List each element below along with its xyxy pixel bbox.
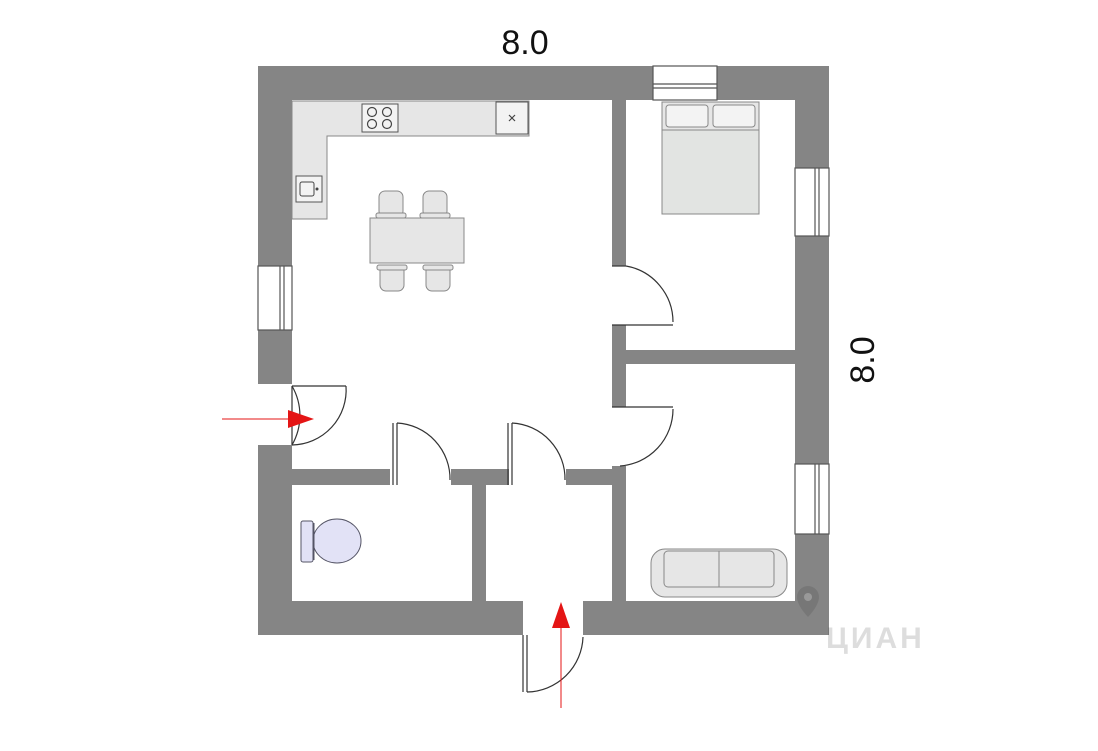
watermark-text: ЦИАН: [826, 622, 925, 655]
kitchen-counter: [291, 100, 530, 220]
location-pin-icon: [797, 586, 819, 617]
wall-int-v-top: [612, 100, 626, 266]
wall-bottom-left: [258, 601, 523, 635]
door-hall: [507, 422, 566, 485]
sofa: [650, 548, 788, 598]
window-left: [257, 265, 293, 331]
toilet: [300, 518, 362, 564]
watermark: ЦИАН: [797, 586, 925, 655]
arrow-entrance-left: [222, 410, 314, 428]
bed: [661, 101, 760, 215]
wall-int-v-bottom: [612, 466, 626, 602]
fridge-icon: [495, 101, 529, 135]
chair-bottom-right: [422, 264, 454, 292]
wall-int-bath-hall: [472, 469, 486, 602]
wall-bottom-right: [583, 601, 829, 635]
window-right-upper: [794, 167, 830, 237]
dining-set: [369, 190, 465, 292]
wall-right-2: [795, 236, 829, 464]
door-bathroom: [392, 422, 451, 485]
door-entrance-bottom: [522, 635, 584, 693]
wall-int-v-mid: [612, 325, 626, 407]
windows: [257, 65, 830, 535]
walls: [258, 66, 829, 635]
stove-icon: [361, 103, 399, 133]
blanket: [661, 129, 760, 215]
window-right-lower: [794, 463, 830, 535]
pillow-right: [712, 104, 756, 128]
window-top: [652, 65, 718, 101]
wall-int-bedrooms: [612, 350, 796, 364]
door-bedroom-2: [612, 406, 674, 467]
door-bedroom-1: [612, 265, 674, 326]
width-dimension-label: 8.0: [501, 24, 548, 62]
pillow-left: [665, 104, 709, 128]
chair-top-left: [375, 190, 407, 219]
chair-bottom-left: [376, 264, 408, 292]
wall-left-upper: [258, 66, 292, 266]
wall-right-1: [795, 66, 829, 168]
height-dimension-label: 8.0: [844, 336, 882, 383]
wall-left-middle: [258, 330, 292, 384]
wall-top-left: [258, 66, 653, 100]
wall-int-bath-top: [291, 469, 390, 485]
entry-arrows: [222, 410, 570, 708]
arrow-entrance-bottom: [552, 602, 570, 708]
dining-table: [369, 217, 465, 264]
chair-top-right: [419, 190, 451, 219]
sink-icon: [295, 175, 323, 203]
wall-int-hall-top-b: [566, 469, 613, 485]
